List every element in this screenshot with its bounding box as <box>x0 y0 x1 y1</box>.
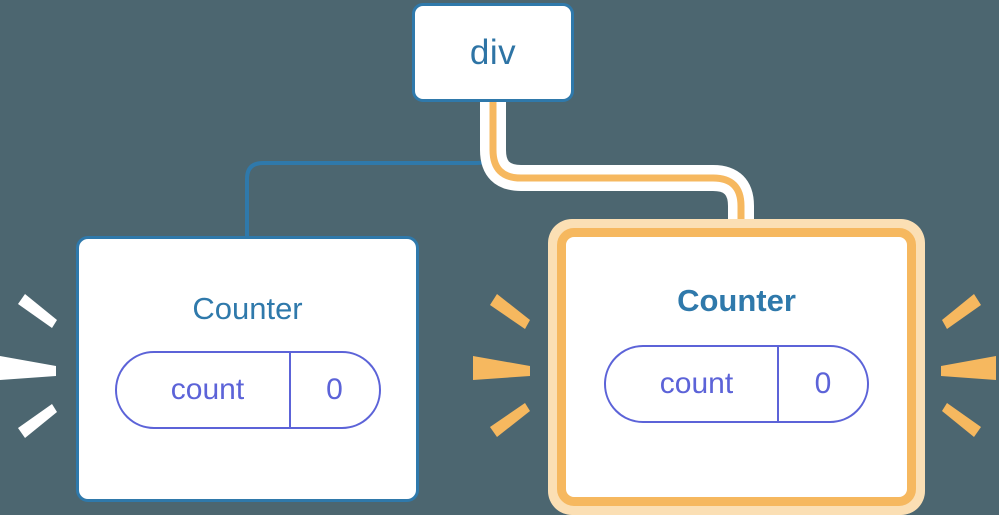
sparkle-ray <box>942 403 981 437</box>
state-value-left: 0 <box>288 353 379 427</box>
sparkle-ray <box>941 356 996 380</box>
state-value-right: 0 <box>777 347 867 421</box>
edge-div-to-counter-left <box>245 102 495 236</box>
sparkle-ray <box>490 294 530 329</box>
node-counter-right-inner: Counter count 0 <box>557 228 916 506</box>
sparkles-left-counter-right <box>470 280 540 450</box>
edge-div-to-counter-right <box>489 102 745 236</box>
state-capsule-right[interactable]: count 0 <box>604 345 869 423</box>
node-counter-left[interactable]: Counter count 0 <box>76 236 419 502</box>
sparkle-ray <box>0 356 56 380</box>
edge-glow-casing <box>480 102 754 236</box>
sparkles-right-counter-right <box>931 280 999 450</box>
sparkle-ray <box>18 294 57 328</box>
state-key-right: count <box>659 367 734 400</box>
state-key-left: count <box>170 373 245 406</box>
node-counter-right-label: Counter <box>677 283 796 318</box>
sparkles-left-counter-left <box>0 280 70 450</box>
state-capsule-left[interactable]: count 0 <box>114 351 381 429</box>
sparkle-ray <box>490 403 530 437</box>
node-div[interactable]: div <box>412 3 574 102</box>
sparkle-ray <box>473 356 530 380</box>
sparkle-ray <box>18 404 57 438</box>
node-div-label: div <box>469 33 517 72</box>
node-counter-left-label: Counter <box>192 291 303 326</box>
sparkle-ray <box>942 294 981 329</box>
node-counter-right[interactable]: Counter count 0 <box>548 219 925 515</box>
